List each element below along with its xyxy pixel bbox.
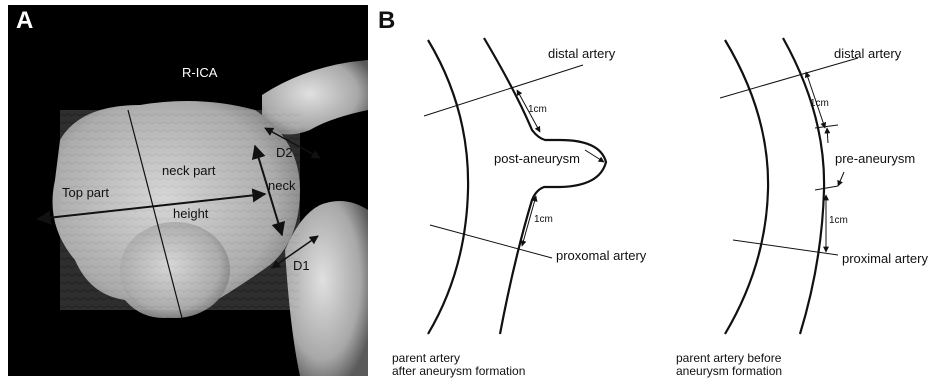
right-1cm-lower-label: 1cm <box>829 215 848 226</box>
right-pre-arrow-upper <box>827 128 828 143</box>
left-distal-label: distal artery <box>548 47 615 61</box>
right-distal-line <box>720 58 858 98</box>
vessel-label: R-ICA <box>182 66 217 80</box>
d2-label: D2 <box>276 146 293 160</box>
panel-a-letter: A <box>16 9 33 33</box>
right-proximal-line <box>733 240 838 255</box>
left-caption: parent artery after aneurysm formation <box>392 352 612 378</box>
right-schematic <box>720 38 858 334</box>
right-pre-label: pre-aneurysm <box>835 152 915 166</box>
d1-label: D1 <box>293 259 310 273</box>
left-inner-wall <box>484 38 606 334</box>
right-inner-wall <box>783 38 824 334</box>
left-schematic <box>424 38 606 334</box>
left-caption-line-2: after aneurysm formation <box>392 365 612 378</box>
neck-part-label: neck part <box>162 164 215 178</box>
right-outer-wall <box>725 40 768 334</box>
right-1cm-upper-label: 1cm <box>810 98 829 109</box>
right-distal-label: distal artery <box>834 47 901 61</box>
left-post-label: post-aneurysm <box>494 152 580 166</box>
neck-label: neck <box>268 179 295 193</box>
top-part-label: Top part <box>62 186 109 200</box>
right-pre-arrow-lower <box>838 172 844 186</box>
left-proximal-label: proxomal artery <box>556 249 646 263</box>
height-label: height <box>173 207 208 221</box>
left-1cm-lower-label: 1cm <box>534 214 553 225</box>
right-caption: parent artery before aneurysm formation <box>676 352 896 378</box>
left-1cm-upper-label: 1cm <box>528 104 547 115</box>
right-caption-line-2: aneurysm formation <box>676 365 896 378</box>
left-outer-wall <box>428 40 468 334</box>
right-tick-2 <box>815 186 838 190</box>
right-proximal-label: proximal artery <box>842 252 928 266</box>
left-proximal-line <box>430 225 552 258</box>
panel-b-letter: B <box>378 9 395 33</box>
